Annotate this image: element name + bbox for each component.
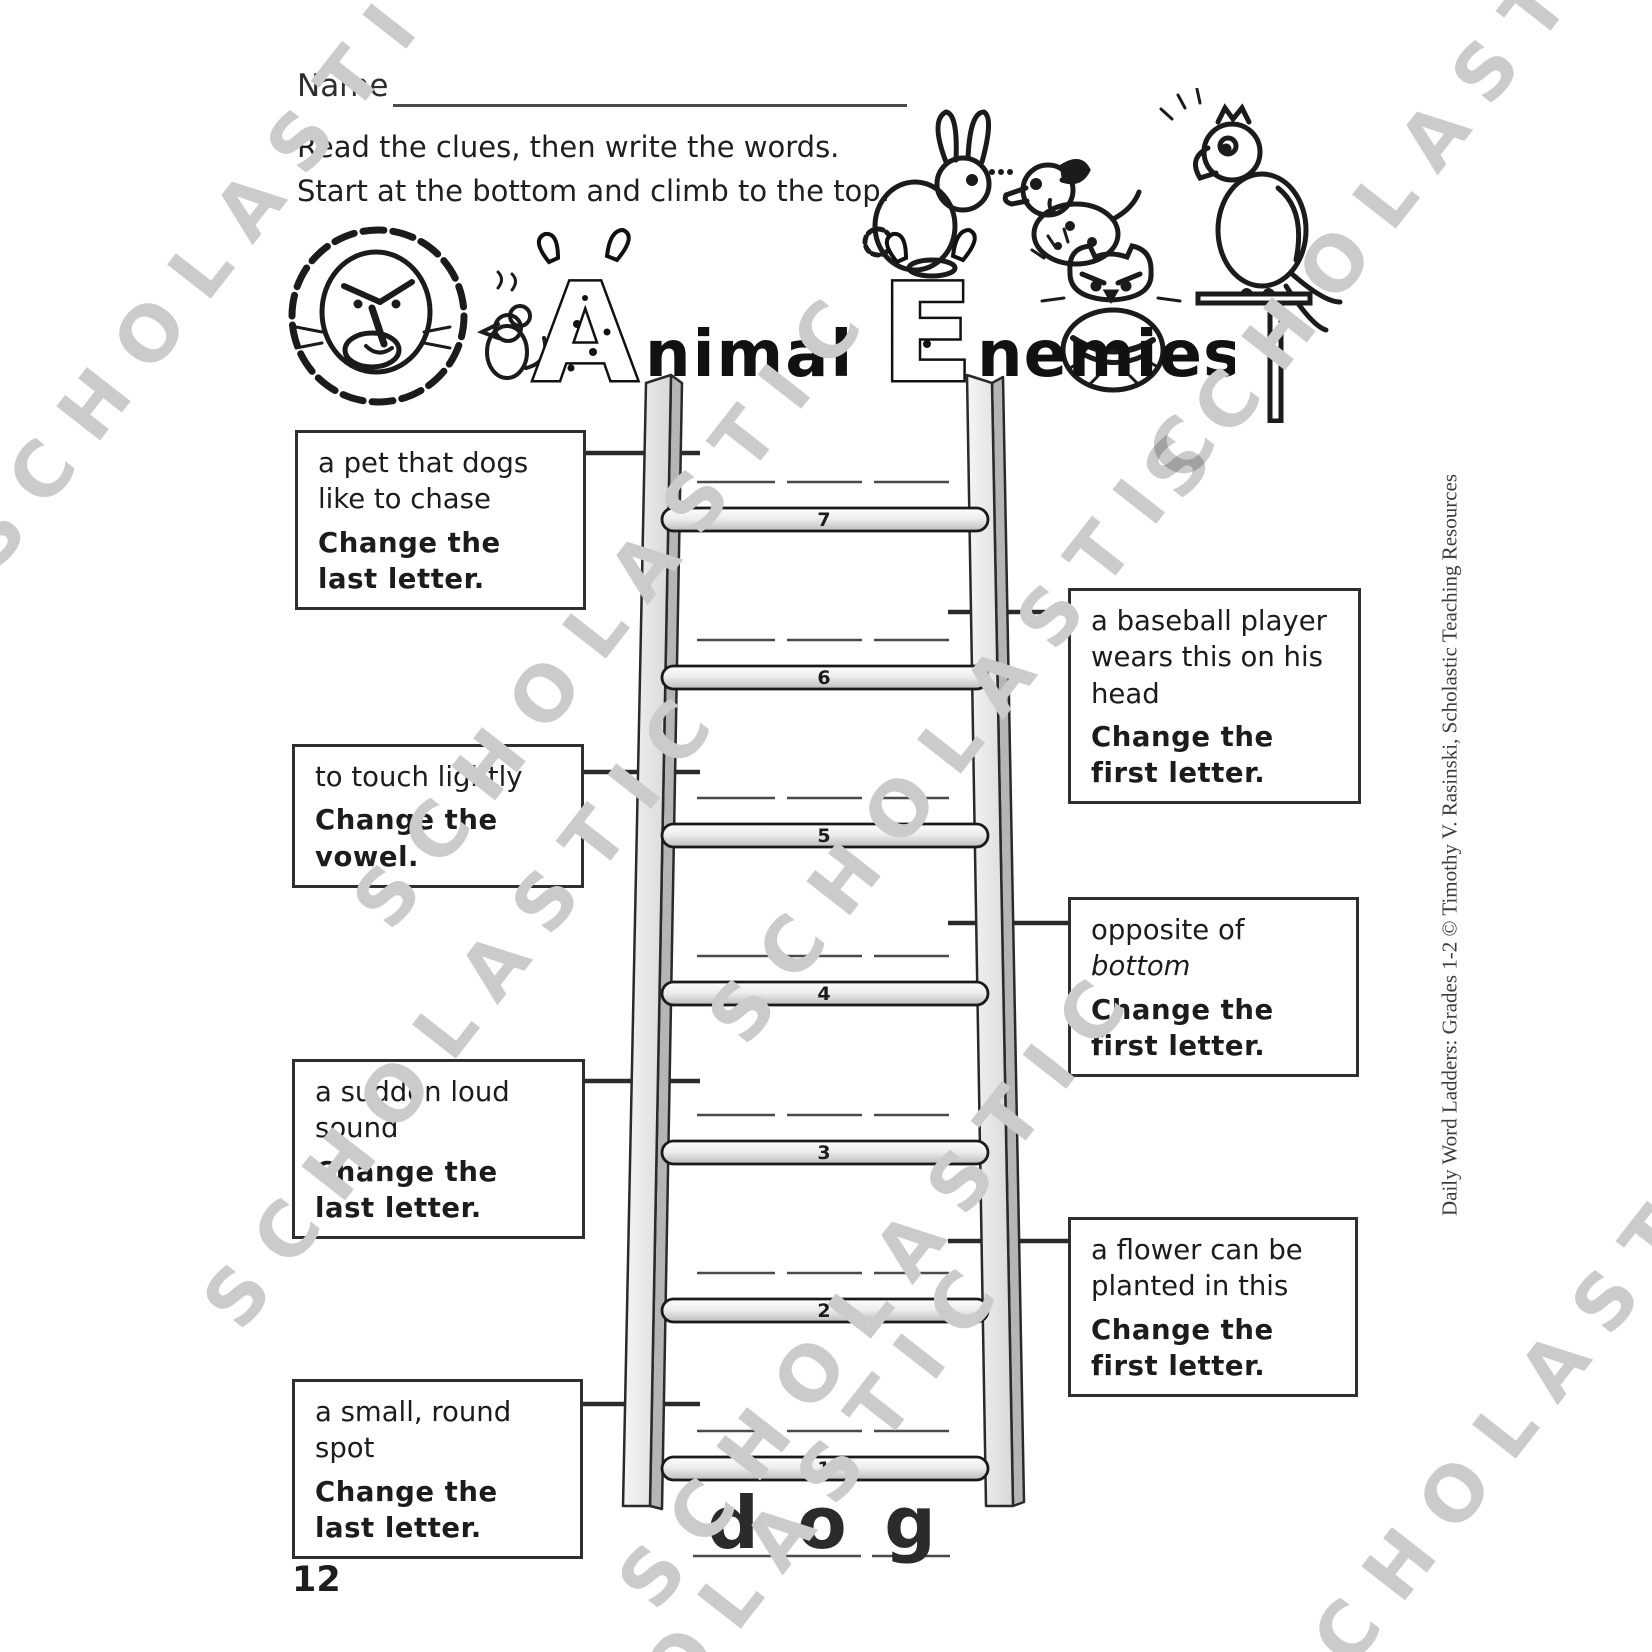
svg-text:7: 7 <box>817 509 830 531</box>
clue-text: a sudden loud sound <box>315 1076 510 1145</box>
dog-illustration <box>1002 159 1142 267</box>
left-rail <box>621 373 673 1508</box>
clue-text: a baseball player wears this on his head <box>1091 605 1327 710</box>
instructions: Read the clues, then write the words. St… <box>297 126 890 213</box>
clue-instruction: Change the last letter. <box>315 1475 498 1544</box>
rung-1: 1 <box>660 1455 990 1482</box>
clue-box-rung-6: a baseball player wears this on his head… <box>1068 588 1361 805</box>
name-write-line <box>393 66 907 107</box>
animal-illustrations <box>288 88 1343 423</box>
start-letter-o: o <box>797 1481 846 1565</box>
start-word-dog: d o g <box>693 1481 950 1565</box>
clue-text: opposite of bottom <box>1091 914 1245 983</box>
rabbit-illustration <box>862 109 992 279</box>
title-initial-a: A <box>533 255 637 408</box>
stare-dots <box>989 169 1013 175</box>
lion-illustration <box>288 226 468 406</box>
svg-text:6: 6 <box>817 667 830 689</box>
rung-6: 6 <box>660 664 990 691</box>
instructions-line-2: Start at the bottom and climb to the top… <box>297 173 890 208</box>
clue-box-rung-5: to touch lightly Change the vowel. <box>292 744 584 888</box>
word-write-lines <box>697 480 949 1433</box>
svg-text:5: 5 <box>817 825 830 847</box>
ladder-rails <box>621 373 1026 1511</box>
clue-box-rung-4: opposite of bottom Change the first lett… <box>1068 897 1359 1078</box>
svg-text:1: 1 <box>817 1458 830 1480</box>
clue-text: a flower can be planted in this <box>1091 1234 1303 1303</box>
parrot-illustration <box>1159 88 1343 423</box>
clue-instruction: Change the first letter. <box>1091 720 1274 790</box>
rung-2: 2 <box>660 1297 990 1324</box>
clue-box-rung-7: a pet that dogs like to chase Change the… <box>295 430 586 611</box>
clue-text: a pet that dogs like to chase <box>318 447 529 516</box>
title-spots <box>567 289 938 372</box>
horn-decoration <box>537 228 977 265</box>
rung-4: 4 <box>660 980 990 1007</box>
mouse-illustration <box>477 270 548 380</box>
clue-instruction: Change the first letter. <box>1091 1313 1274 1382</box>
clue-text: a small, round spot <box>315 1396 512 1465</box>
svg-text:2: 2 <box>817 1300 830 1322</box>
svg-text:4: 4 <box>817 983 830 1005</box>
rung-5: 5 <box>660 822 990 849</box>
title-initial-e: E <box>881 255 973 408</box>
clue-instruction: Change the first letter. <box>1091 993 1274 1062</box>
start-letter-d: d <box>707 1481 759 1565</box>
svg-text:3: 3 <box>817 1142 830 1164</box>
clue-instruction: Change the last letter. <box>318 526 501 595</box>
rung-7: 7 <box>660 506 990 533</box>
clue-instruction: Change the vowel. <box>315 804 498 873</box>
title-animal-enemies: A nimal E nemies <box>531 228 1235 408</box>
name-label: Name <box>297 68 389 104</box>
instructions-line-1: Read the clues, then write the words. <box>297 130 840 164</box>
clue-text: to touch lightly <box>315 761 523 793</box>
rung-3: 3 <box>660 1139 990 1166</box>
clue-box-rung-1: a small, round spot Change the last lett… <box>292 1379 583 1560</box>
page-number: 12 <box>292 1560 341 1600</box>
start-letter-g: g <box>884 1481 936 1565</box>
right-rail <box>965 373 1015 1508</box>
clue-box-rung-3: a sudden loud sound Change the last lett… <box>292 1059 585 1240</box>
ladder-rungs: 7 6 5 4 3 2 1 <box>660 506 990 1482</box>
cat-illustration <box>1030 227 1182 393</box>
copyright-credit: Daily Word Ladders: Grades 1-2 © Timothy… <box>1437 473 1462 1217</box>
title-word1-rest: nimal <box>645 318 854 392</box>
clue-box-rung-2: a flower can be planted in this Change t… <box>1068 1217 1358 1398</box>
clue-instruction: Change the last letter. <box>315 1155 498 1224</box>
title-word2-rest: nemies <box>977 318 1235 392</box>
